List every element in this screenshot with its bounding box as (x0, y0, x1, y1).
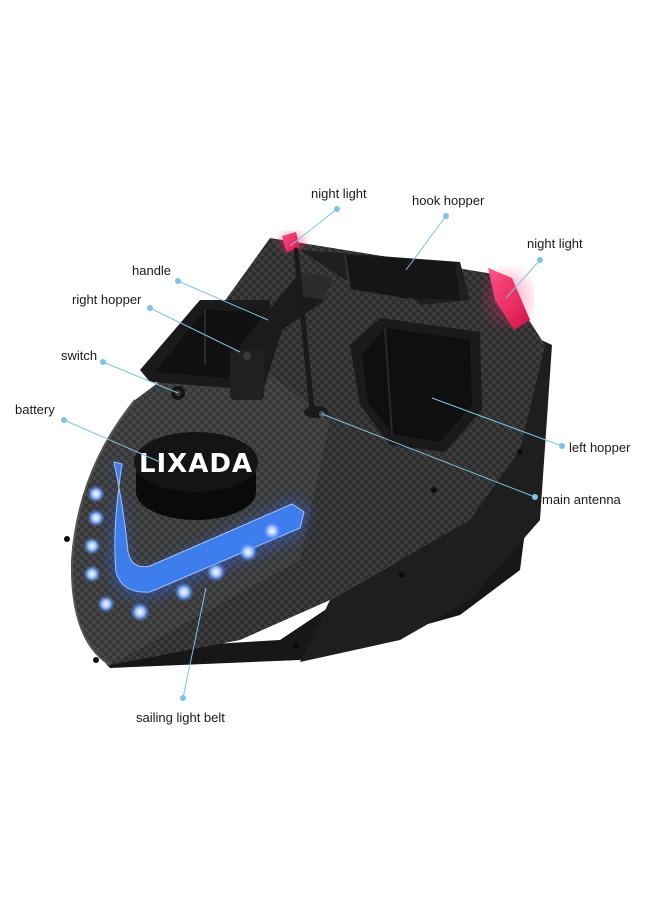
leader-lines (61, 206, 565, 701)
label-left-hopper: left hopper (569, 440, 631, 455)
label-hook-hopper: hook hopper (412, 193, 485, 208)
battery-cover: LIXADA (134, 432, 258, 520)
brand-logo: LIXADA (139, 449, 253, 479)
night-light-right (486, 268, 530, 330)
label-night-light-right: night light (527, 236, 583, 251)
label-battery: battery (15, 402, 55, 417)
led-dots (83, 485, 282, 622)
label-handle: handle (132, 263, 172, 278)
hook-hopper (300, 250, 470, 305)
label-night-light-top: night light (311, 186, 367, 201)
night-light-top (278, 232, 306, 252)
label-main-antenna: main antenna (542, 492, 621, 507)
hull-screws (64, 449, 523, 663)
label-sailing-light-belt: sailing light belt (136, 710, 225, 725)
label-switch: switch (61, 348, 98, 363)
label-right-hopper: right hopper (72, 292, 142, 307)
left-hopper (350, 318, 482, 452)
main-antenna (293, 247, 328, 418)
sailing-light-belt (83, 460, 310, 622)
handle (230, 272, 332, 400)
